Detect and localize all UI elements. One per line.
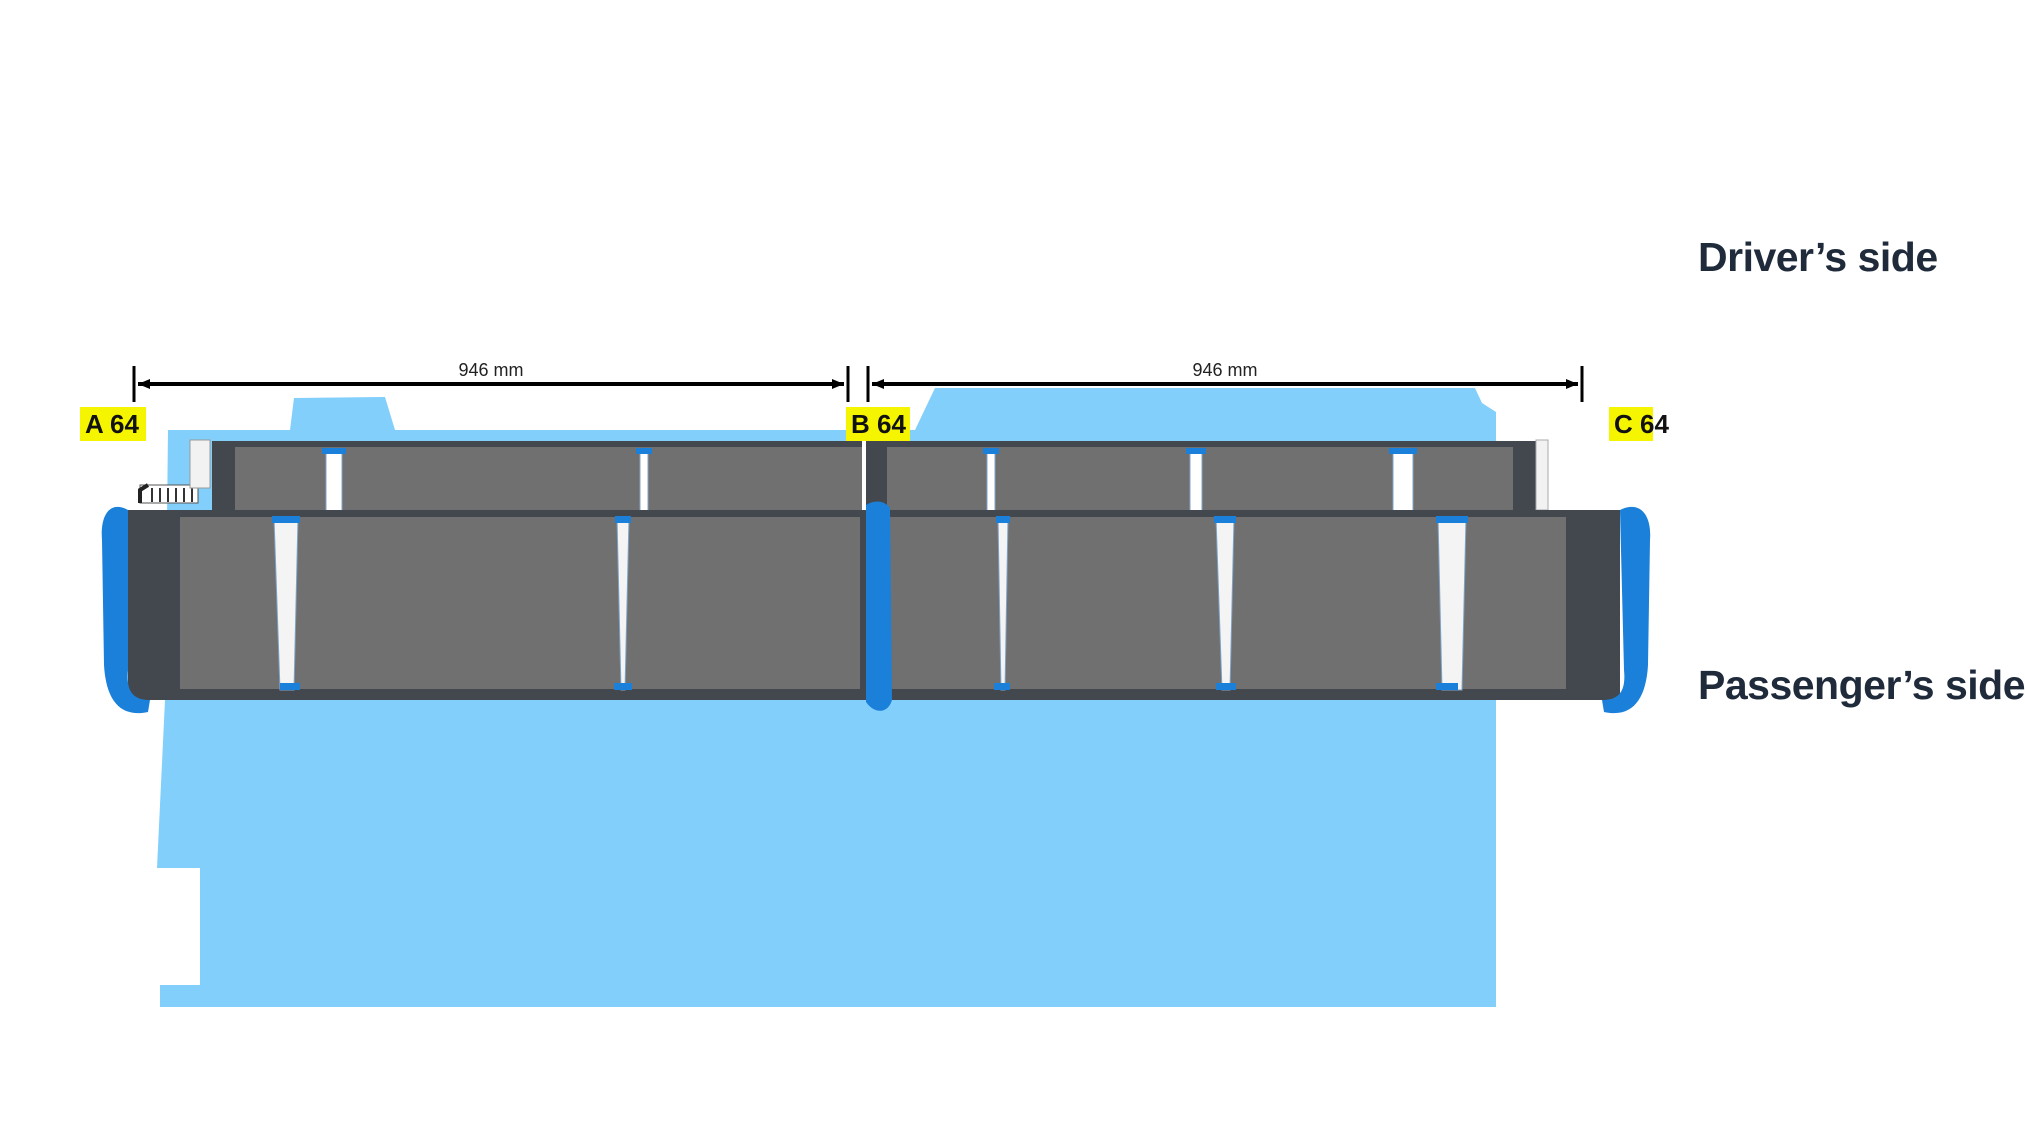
position-tag-b: B 64 [846,407,910,441]
dimension-right: 946 mm [866,360,1584,402]
position-tag-c: C 64 [1609,407,1669,441]
dimension-left-text: 946 mm [458,360,523,380]
left-end-cap [101,506,150,714]
position-tag-a: A 64 [80,407,146,441]
mount-clamp [138,439,211,504]
passenger-side-label: Passenger’s side [1698,662,2025,708]
driver-side-label: Driver’s side [1698,234,1938,280]
passenger-side-rack [101,501,1651,714]
dimension-right-text: 946 mm [1192,360,1257,380]
dimension-left: 946 mm [132,360,850,402]
driver-side-rack [212,439,1549,513]
center-joiner [866,501,892,711]
passenger-side-dividers [273,517,1467,691]
right-end-cap [1602,506,1651,714]
